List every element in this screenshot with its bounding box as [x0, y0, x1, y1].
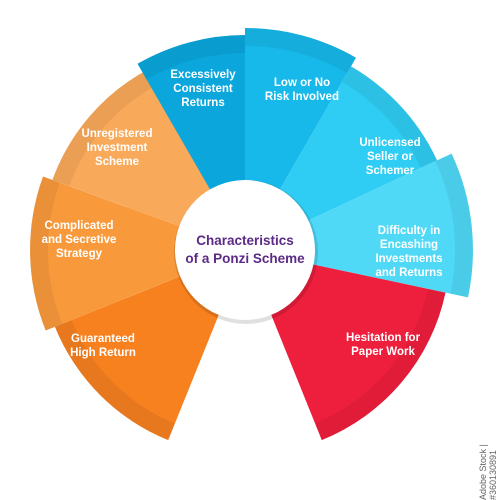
segment-unregistered-investment-scheme	[52, 69, 217, 230]
stock-watermark: Adobe Stock | #360130891	[478, 444, 498, 500]
segment-shade-low-or-no-risk	[245, 27, 356, 74]
segment-hesitation-paper-work	[267, 262, 446, 441]
segment-excessively-consistent-returns	[137, 35, 245, 198]
segment-label-unregistered-investment-scheme: Unregistered Investment Scheme	[81, 128, 153, 168]
center-circle	[175, 180, 315, 320]
segment-low-or-no-risk	[245, 27, 356, 199]
segment-shade-hesitation-paper-work	[315, 288, 446, 441]
segment-shade-excessively-consistent-returns	[137, 35, 245, 80]
segment-label-unlicensed-seller: Unlicensed Seller or Schemer	[359, 137, 421, 177]
segment-shade-complicated-secretive-strategy	[30, 176, 63, 331]
segment-unlicensed-seller	[275, 66, 438, 225]
segment-label-complicated-secretive-strategy: Complicated and Secretive Strategy	[41, 220, 117, 260]
segment-label-guaranteed-high-return: Guaranteed High Return	[70, 333, 136, 359]
segment-difficulty-encashing	[299, 153, 473, 298]
segment-label-low-or-no-risk: Low or No Risk Involved	[264, 77, 340, 103]
segment-label-difficulty-encashing: Difficulty in Encashing Investments and …	[375, 225, 443, 279]
segment-shade-guaranteed-high-return	[54, 320, 175, 441]
center-title: Characteristics of a Ponzi Scheme	[185, 233, 305, 266]
segment-shade-unregistered-investment-scheme	[52, 69, 158, 186]
segment-shade-unlicensed-seller	[342, 66, 438, 168]
segment-shade-difficulty-encashing	[435, 153, 473, 298]
segment-label-excessively-consistent-returns: Excessively Consistent Returns	[170, 69, 236, 109]
segment-label-hesitation-paper-work: Hesitation for Paper Work	[345, 332, 421, 358]
segment-guaranteed-high-return	[54, 272, 223, 441]
segment-complicated-secretive-strategy	[30, 176, 190, 331]
